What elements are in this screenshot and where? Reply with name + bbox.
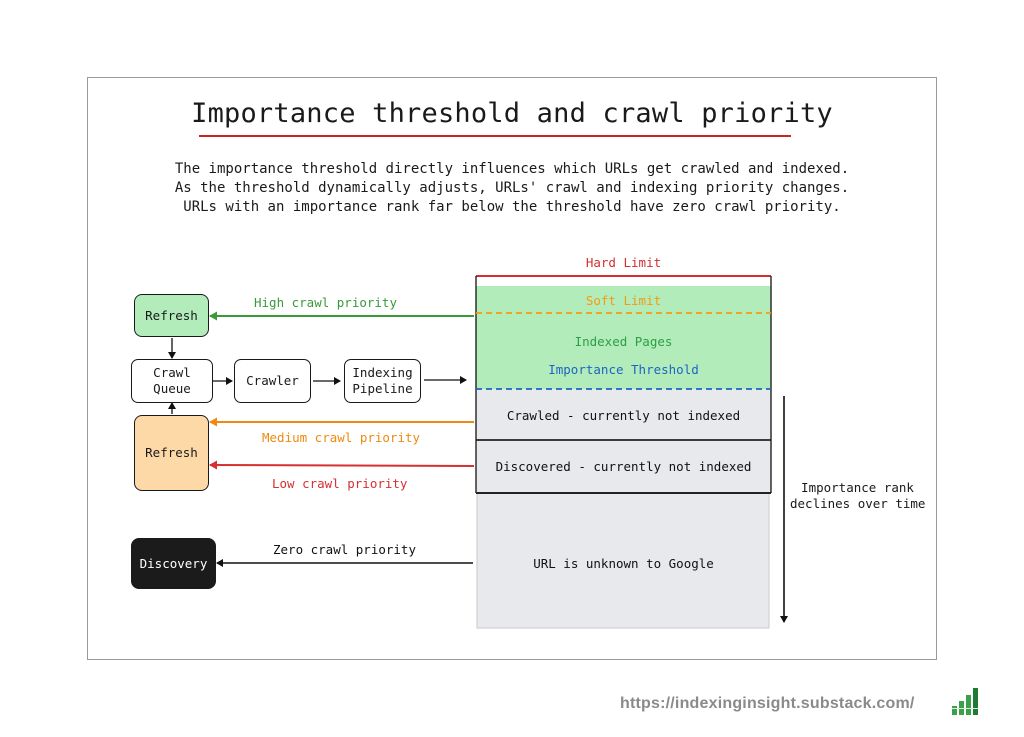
medium-priority-label: Medium crawl priority — [262, 430, 421, 445]
hard-limit-label: Hard Limit — [585, 255, 662, 270]
subtitle-line-2: As the threshold dynamically adjusts, UR… — [174, 180, 850, 196]
indexing-pipeline-box: Indexing Pipeline — [344, 359, 421, 403]
low-priority-label: Low crawl priority — [272, 476, 408, 491]
crawled-not-indexed-label: Crawled - currently not indexed — [506, 408, 741, 423]
crawl-queue-box: Crawl Queue — [131, 359, 213, 403]
diagram-title: Importance threshold and crawl priority — [191, 98, 833, 129]
crawler-box: Crawler — [234, 359, 311, 403]
crawled-zone — [476, 389, 771, 440]
high-priority-label: High crawl priority — [254, 295, 397, 310]
footer-url: https://indexinginsight.substack.com/ — [620, 695, 915, 712]
discovered-not-indexed-label: Discovered - currently not indexed — [495, 459, 752, 474]
title-underline — [199, 135, 791, 137]
indexed-zone — [476, 286, 771, 389]
importance-decline-label: Importance rank declines over time — [790, 480, 926, 511]
refresh-high-box: Refresh — [134, 294, 209, 337]
unknown-zone — [476, 492, 770, 629]
unknown-to-google-label: URL is unknown to Google — [533, 556, 714, 571]
soft-limit-label: Soft Limit — [585, 293, 662, 308]
refresh-medium-low-box: Refresh — [134, 415, 209, 491]
low-priority-arrow — [209, 460, 475, 470]
zero-priority-label: Zero crawl priority — [273, 542, 416, 557]
discovered-zone — [476, 440, 771, 493]
subtitle-line-1: The importance threshold directly influe… — [174, 161, 850, 177]
importance-threshold-label: Importance Threshold — [548, 362, 699, 377]
indexed-pages-label: Indexed Pages — [574, 334, 673, 349]
bar-chart-logo-icon — [952, 688, 978, 715]
subtitle-line-3: URLs with an importance rank far below t… — [183, 199, 841, 215]
discovery-box: Discovery — [131, 538, 216, 589]
